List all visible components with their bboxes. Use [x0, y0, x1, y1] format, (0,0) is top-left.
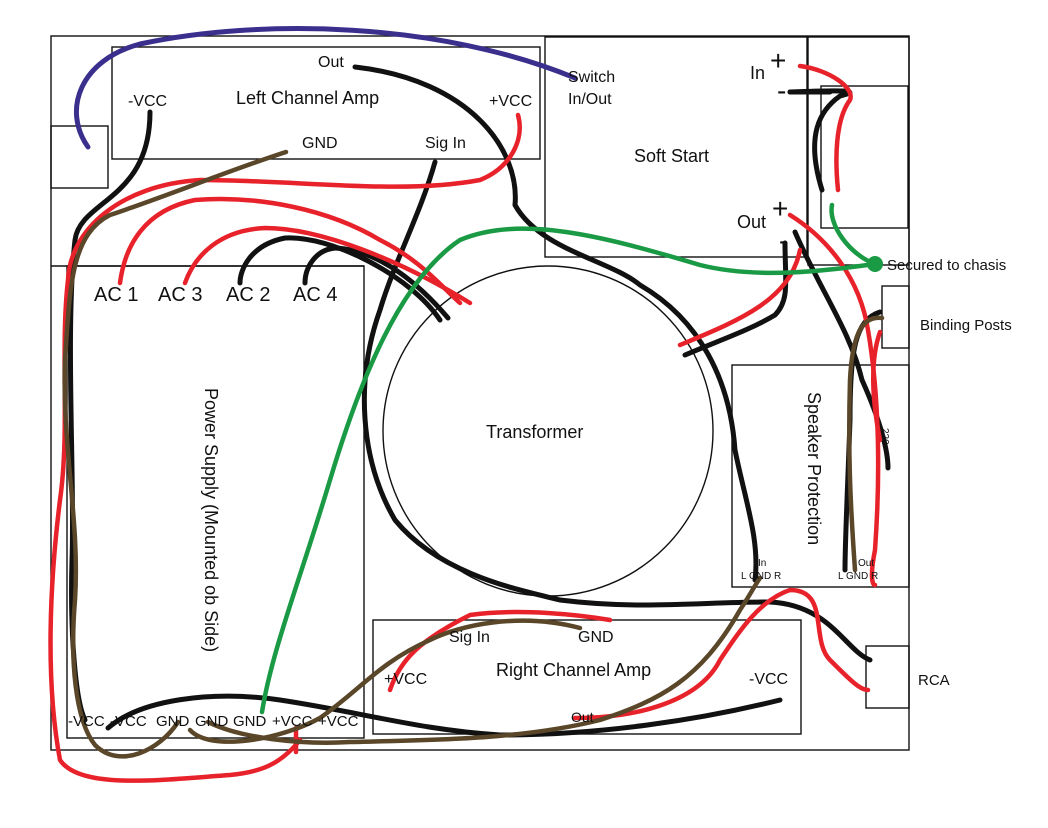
- ac3-wire: [182, 225, 473, 306]
- soft-start-in-minus: -: [777, 75, 786, 106]
- binding-posts-block: [881, 285, 910, 349]
- soft-start-out-plus: +: [772, 193, 788, 224]
- left-amp-pos-vcc-label: +VCC: [489, 93, 532, 110]
- ps-pos-vcc-1-label: +VCC: [272, 713, 313, 730]
- right-out-wire: [572, 587, 871, 721]
- speaker-protection-board: [731, 364, 910, 588]
- left-channel-amp-board: [111, 46, 541, 160]
- soft-start-to-sp-wire: [792, 229, 891, 471]
- binding-posts-label: Binding Posts: [920, 317, 1012, 334]
- right-amp-pos-vcc-label: +VCC: [384, 671, 427, 688]
- binding-post-pos-wire: [870, 329, 883, 443]
- speaker-protection-label: Speaker Protection: [804, 392, 824, 545]
- binding-post-gnd-wire: [846, 315, 885, 573]
- transformer-label: Transformer: [486, 422, 583, 442]
- ps-pos-vcc-2-label: +VCC: [318, 713, 359, 730]
- right-pos-vcc-wire: [387, 609, 613, 693]
- sp-out-pins: L GND R: [838, 571, 878, 582]
- switch-label-line2: In/Out: [568, 91, 612, 108]
- ps-gnd-2-label: GND: [195, 713, 229, 730]
- ac2-label: AC 2: [226, 284, 270, 306]
- left-gnd-wire: [62, 149, 289, 759]
- ac4-wire: [302, 245, 451, 321]
- chassis-ground-wire: [259, 226, 878, 715]
- right-amp-neg-vcc-label: -VCC: [749, 671, 788, 688]
- left-amp-title: Left Channel Amp: [236, 88, 379, 108]
- soft-start-out-label: Out: [737, 212, 766, 232]
- ac1-label: AC 1: [94, 284, 138, 306]
- right-amp-sig-in-label: Sig In: [449, 629, 490, 646]
- ac2-wire: [237, 235, 443, 323]
- right-gnd-wire: [187, 618, 583, 744]
- soft-start-out-minus: -: [779, 225, 788, 256]
- ac3-label: AC 3: [158, 284, 202, 306]
- ps-neg-vcc-1-label: -VCC: [68, 713, 105, 730]
- inlet-block: [820, 85, 909, 229]
- ps-gnd-1-label: GND: [156, 713, 190, 730]
- left-amp-gnd-label: GND: [302, 135, 338, 152]
- sp-resistor-label: 220: [879, 428, 890, 445]
- ps-neg-vcc-2-label: -VCC: [110, 713, 147, 730]
- switch-label-line1: Switch: [568, 69, 615, 86]
- secured-to-chassis-label: Secured to chasis: [887, 257, 1006, 274]
- ps-gnd-3-label: GND: [233, 713, 267, 730]
- left-amp-out-label: Out: [318, 54, 344, 71]
- power-supply-label: Power Supply (Mounted ob Side): [201, 388, 221, 652]
- left-amp-neg-vcc-label: -VCC: [128, 93, 167, 110]
- inlet-neg-wire: [787, 88, 853, 193]
- soft-start-title: Soft Start: [634, 146, 709, 166]
- soft-in-pos-wire: [797, 63, 853, 193]
- sp-out-label: Out: [858, 558, 874, 569]
- right-neg-vcc-wire: [105, 693, 783, 738]
- chassis-ground-point: [867, 256, 883, 272]
- soft-start-in-plus: +: [770, 45, 786, 76]
- sp-gnd-wire: [205, 575, 763, 745]
- left-sig-in-wire: [361, 159, 873, 663]
- left-pos-vcc-wire: [48, 112, 522, 783]
- right-amp-title: Right Channel Amp: [496, 660, 651, 680]
- soft-start-ground-wire: [829, 202, 878, 267]
- left-amp-sig-in-label: Sig In: [425, 135, 466, 152]
- ac1-wire: [117, 196, 463, 306]
- rca-block: [865, 645, 910, 709]
- sp-in-label: In: [758, 558, 766, 569]
- ac4-label: AC 4: [293, 284, 337, 306]
- right-amp-out-label: Out: [571, 709, 594, 725]
- rca-label: RCA: [918, 672, 950, 689]
- sp-in-pins: L GND R: [741, 571, 781, 582]
- soft-start-in-label: In: [750, 63, 765, 83]
- left-out-wire: [352, 64, 759, 583]
- switch-wire: [73, 26, 578, 150]
- right-amp-gnd-label: GND: [578, 629, 614, 646]
- soft-out-to-transformer-wire: [677, 247, 803, 348]
